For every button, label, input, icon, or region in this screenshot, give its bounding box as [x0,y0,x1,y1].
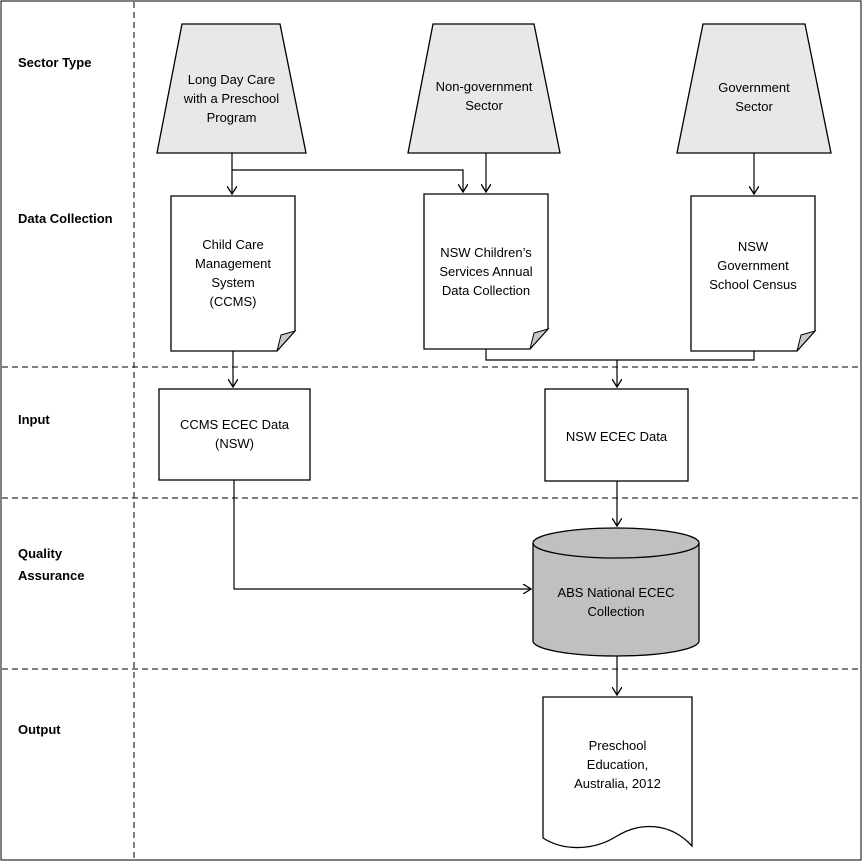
collection-nsw-gov-census-line-3: School Census [709,276,797,292]
collection-nsw-gov-census: NSW Government School Census [691,227,815,303]
collection-nsw-gov-census-line-1: NSW [737,238,769,254]
doc-ccms-fold [276,330,297,352]
sector-long-day-care-shape [156,23,307,154]
collection-nsw-childrens: NSW Children’s Services Annual Data Coll… [424,233,548,309]
sector-long-day-care-line-1: Long Day Care [187,71,276,87]
sector-government-line-1: Government [718,80,790,95]
arrow-ldc-to-nsw-childrens [232,169,463,192]
collection-nsw-childrens-line-2: Services Annual [439,263,533,279]
lane-label-quality: Quality [18,546,63,561]
connector-collections-merge [485,349,755,361]
input-nsw-ecec-shape [544,388,689,482]
collection-ccms-line-3: System [211,275,255,290]
collection-ccms: Child Care Management System (CCMS) [171,226,295,320]
sector-long-day-care-line-2: with a Preschool [183,90,280,106]
lane-label-sector-type: Sector Type [18,55,92,70]
collection-ccms-line-2: Management [195,256,271,271]
lane-label-assurance: Assurance [18,568,85,583]
output-publication-line-1: Preschool [588,737,647,753]
sector-government: Government Sector [677,71,831,123]
collection-nsw-childrens-line-1: NSW Children’s [440,244,532,260]
collection-ccms-line-4: (CCMS) [209,294,257,309]
input-ccms-ecec-line-1: CCMS ECEC Data [179,417,290,432]
output-publication-line-2: Education, [586,756,649,772]
sector-long-day-care-line-3: Program [206,109,257,125]
arrow-ccms-ecec-to-abs [233,480,531,589]
sector-non-government-shape [407,23,561,154]
lane-label-input: Input [18,412,50,427]
abs-collection-line-2: Collection [587,604,645,619]
output-publication-shape [542,696,693,849]
input-nsw-ecec-line-1: NSW ECEC Data [565,428,668,444]
input-ccms-ecec-line-2: (NSW) [215,436,254,451]
output-publication-line-3: Australia, 2012 [574,775,661,791]
abs-collection: ABS National ECEC Collection [533,578,699,626]
lane-label-data-collection: Data Collection [18,211,113,226]
output-publication: Preschool Education, Australia, 2012 [543,731,692,797]
input-nsw-ecec: NSW ECEC Data [545,424,688,448]
doc-nsw-childrens-fold [529,328,550,350]
collection-ccms-line-1: Child Care [202,237,264,252]
sector-long-day-care: Long Day Care with a Preschool Program [157,60,306,136]
abs-collection-cylinder-body [532,543,700,657]
input-ccms-ecec: CCMS ECEC Data (NSW) [159,410,310,458]
collection-nsw-childrens-line-3: Data Collection [441,282,531,298]
sector-government-shape [676,23,832,154]
doc-nsw-gov-census-fold [796,330,817,352]
lane-label-output: Output [18,722,61,737]
sector-non-government-line-1: Non-government [435,79,533,94]
collection-nsw-gov-census-line-2: Government [717,257,789,273]
input-ccms-ecec-shape [158,388,311,481]
sector-non-government-line-2: Sector [465,98,503,113]
abs-collection-cylinder-top [532,527,700,559]
sector-government-line-2: Sector [735,99,773,114]
abs-collection-line-1: ABS National ECEC [557,585,675,600]
sector-non-government: Non-government Sector [408,70,560,122]
